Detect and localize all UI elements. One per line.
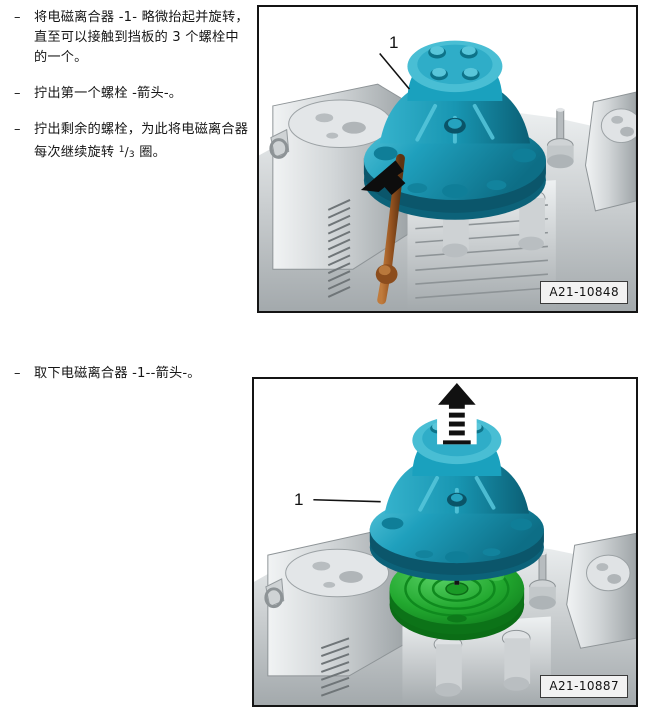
figure-1-callout-number: 1 <box>389 33 399 52</box>
figure-2-id-label: A21-10887 <box>540 675 628 698</box>
lift-direction-arrow <box>436 380 478 445</box>
fraction-one-third: 1/3 <box>119 140 135 165</box>
list-bullet-dash: – <box>14 366 21 381</box>
instruction-item: – 将电磁离合器 -1- 略微抬起并旋转，直至可以接触到挡板的 3 个螺栓中的一… <box>14 8 250 68</box>
list-bullet-dash: – <box>14 122 21 137</box>
instruction-group-1: – 将电磁离合器 -1- 略微抬起并旋转，直至可以接触到挡板的 3 个螺栓中的一… <box>14 8 250 181</box>
figure-a21-10887: 1 A21-10887 <box>252 377 638 707</box>
instruction-text: 将电磁离合器 -1- 略微抬起并旋转，直至可以接触到挡板的 3 个螺栓中的一个。 <box>34 8 250 68</box>
figure-2-illustration <box>254 379 636 705</box>
figure-1-illustration <box>259 7 636 311</box>
instruction-text-main: 拧出剩余的螺栓，为此将电磁离合器每次继续旋转 <box>34 122 249 160</box>
fraction-numerator: 1 <box>118 145 125 155</box>
instruction-text: 取下电磁离合器 -1--箭头-。 <box>34 364 250 384</box>
list-bullet-dash: – <box>14 10 21 25</box>
instruction-text: 拧出剩余的螺栓，为此将电磁离合器每次继续旋转 1/3 圈。 <box>34 120 250 165</box>
figure-a21-10848: 1 A21-10848 <box>257 5 638 313</box>
instruction-text-tail: 圈。 <box>134 144 167 160</box>
instruction-text-main: 取下电磁离合器 -1--箭头-。 <box>34 366 201 381</box>
instruction-item: – 取下电磁离合器 -1--箭头-。 <box>14 364 250 384</box>
figure-2-callout-number: 1 <box>294 490 304 509</box>
list-bullet-dash: – <box>14 86 21 101</box>
instruction-item: – 拧出第一个螺栓 -箭头-。 <box>14 84 250 104</box>
instruction-item: – 拧出剩余的螺栓，为此将电磁离合器每次继续旋转 1/3 圈。 <box>14 120 250 165</box>
instruction-group-2: – 取下电磁离合器 -1--箭头-。 <box>14 364 250 400</box>
fraction-denominator: 3 <box>128 149 135 160</box>
instruction-text: 拧出第一个螺栓 -箭头-。 <box>34 84 250 104</box>
instruction-text-main: 将电磁离合器 -1- 略微抬起并旋转，直至可以接触到挡板的 3 个螺栓中的一个。 <box>34 10 249 65</box>
figure-1-id-label: A21-10848 <box>540 281 628 304</box>
instruction-text-main: 拧出第一个螺栓 -箭头-。 <box>34 86 183 101</box>
fraction-bar: / <box>124 144 129 159</box>
